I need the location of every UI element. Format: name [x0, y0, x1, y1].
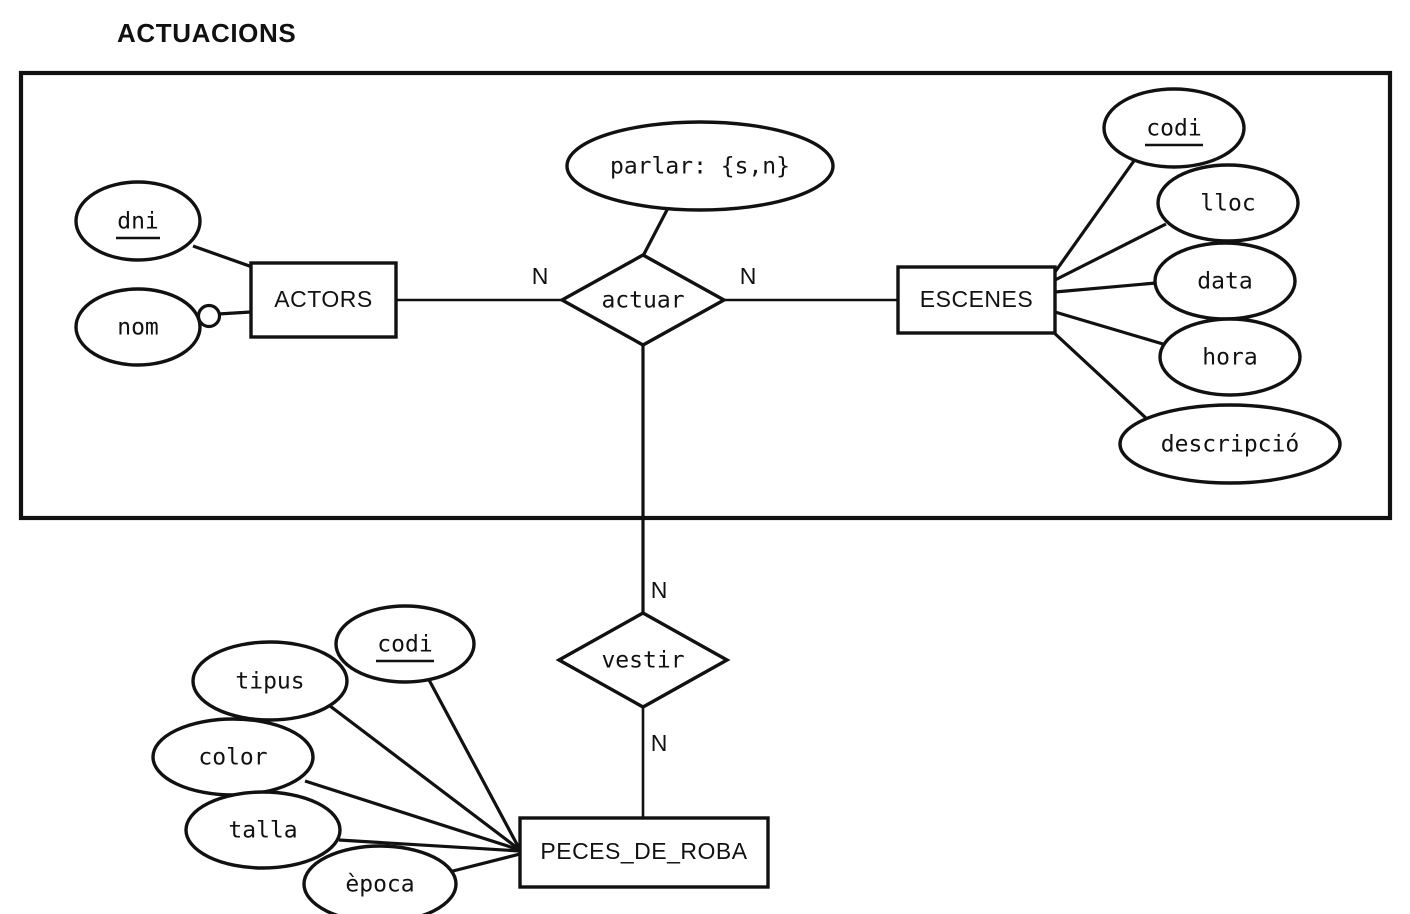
- relationship-actuar-label: actuar: [601, 288, 684, 314]
- attribute-peces-epoca-label: època: [345, 872, 414, 898]
- attribute-actors-nom-label: nom: [117, 315, 159, 341]
- attribute-group: dni nom parlar: {s,n} codi: [74, 87, 1342, 914]
- edge-peces-talla: [338, 838, 521, 853]
- attribute-peces-tipus[interactable]: tipus: [191, 640, 349, 722]
- attribute-escenes-descripcio-label: descripció: [1161, 432, 1299, 458]
- attribute-peces-tipus-label: tipus: [235, 669, 304, 695]
- entity-peces-de-roba[interactable]: PECES_DE_ROBA: [518, 816, 770, 889]
- attribute-peces-codi[interactable]: codi: [334, 604, 476, 684]
- attribute-actors-nom-ellipse[interactable]: [74, 287, 202, 367]
- attribute-escenes-descripcio-ellipse[interactable]: [1118, 403, 1342, 485]
- attribute-escenes-hora[interactable]: hora: [1158, 317, 1302, 397]
- cardinality-actors-actuar: N: [532, 263, 549, 289]
- entity-actors-label: ACTORS: [274, 286, 372, 312]
- attribute-peces-epoca[interactable]: època: [302, 844, 458, 914]
- edge-peces-tipus: [329, 704, 521, 852]
- edge-escenes-codi: [1053, 157, 1138, 273]
- entity-actors-box[interactable]: [249, 261, 398, 339]
- attribute-escenes-codi-ellipse[interactable]: [1102, 87, 1246, 169]
- attribute-peces-talla[interactable]: talla: [184, 790, 342, 870]
- attribute-escenes-data-label: data: [1197, 269, 1252, 295]
- edge-escenes-descripcio: [1049, 328, 1149, 421]
- entity-peces-de-roba-box[interactable]: [518, 816, 770, 889]
- attribute-escenes-lloc-label: lloc: [1200, 191, 1255, 217]
- attribute-escenes-lloc[interactable]: lloc: [1156, 163, 1300, 243]
- edge-dni-actors: [192, 244, 256, 270]
- entity-escenes-label: ESCENES: [920, 286, 1033, 312]
- attribute-actors-dni-label: dni: [117, 209, 159, 235]
- edge-parlar-actuar: [641, 207, 670, 257]
- entity-escenes[interactable]: ESCENES: [896, 265, 1057, 335]
- optional-attribute-circle-icon: [196, 303, 222, 329]
- relationship-group: actuar vestir: [555, 253, 731, 709]
- relationship-vestir[interactable]: vestir: [555, 611, 731, 709]
- page-title: ACTUACIONS: [117, 18, 297, 48]
- entity-group: ACTORS ESCENES PECES_DE_ROBA: [249, 261, 1057, 889]
- relationship-actuar-diamond[interactable]: [558, 253, 728, 347]
- cardinality-group: N N N N: [532, 263, 757, 756]
- entity-escenes-box[interactable]: [896, 265, 1057, 335]
- edge-peces-epoca: [448, 852, 521, 874]
- attribute-actuar-parlar-ellipse[interactable]: [565, 120, 835, 212]
- attribute-escenes-hora-ellipse[interactable]: [1158, 317, 1302, 397]
- attribute-actuar-parlar[interactable]: parlar: {s,n}: [565, 120, 835, 212]
- relationship-actuar[interactable]: actuar: [558, 253, 728, 347]
- cardinality-actuar-vestir: N: [651, 577, 668, 603]
- edge-escenes-data: [1054, 281, 1157, 294]
- attribute-escenes-hora-label: hora: [1202, 345, 1257, 371]
- attribute-peces-color[interactable]: color: [151, 717, 315, 797]
- edge-escenes-lloc: [1054, 222, 1167, 282]
- attribute-peces-talla-ellipse[interactable]: [184, 790, 342, 870]
- attribute-peces-epoca-ellipse[interactable]: [302, 844, 458, 914]
- edge-group: [192, 157, 1167, 874]
- relationship-vestir-label: vestir: [601, 648, 684, 674]
- attribute-escenes-codi-label: codi: [1146, 116, 1201, 142]
- attribute-actors-dni[interactable]: dni: [74, 180, 202, 262]
- attribute-peces-talla-label: talla: [228, 818, 297, 844]
- attribute-peces-codi-label: codi: [377, 632, 432, 658]
- cardinality-vestir-peces: N: [651, 730, 668, 756]
- attribute-actors-dni-ellipse[interactable]: [74, 180, 202, 262]
- attribute-escenes-descripcio[interactable]: descripció: [1118, 403, 1342, 485]
- entity-peces-de-roba-label: PECES_DE_ROBA: [540, 838, 747, 864]
- edge-marker-actors: [217, 310, 252, 316]
- edge-escenes-hora: [1054, 310, 1164, 346]
- attribute-peces-codi-ellipse[interactable]: [334, 604, 476, 684]
- attribute-actuar-parlar-label: parlar: {s,n}: [610, 154, 790, 180]
- outer-frame: [18, 70, 1393, 521]
- attribute-peces-tipus-ellipse[interactable]: [191, 640, 349, 722]
- attribute-escenes-data[interactable]: data: [1153, 241, 1297, 321]
- relationship-vestir-diamond[interactable]: [555, 611, 731, 709]
- attribute-escenes-lloc-ellipse[interactable]: [1156, 163, 1300, 243]
- cardinality-actuar-escenes: N: [740, 263, 757, 289]
- entity-actors[interactable]: ACTORS: [249, 261, 398, 339]
- attribute-actors-nom[interactable]: nom: [74, 287, 202, 367]
- edge-peces-color: [304, 779, 521, 852]
- edge-peces-codi: [426, 677, 522, 851]
- attribute-escenes-codi[interactable]: codi: [1102, 87, 1246, 169]
- attribute-peces-color-label: color: [198, 745, 267, 771]
